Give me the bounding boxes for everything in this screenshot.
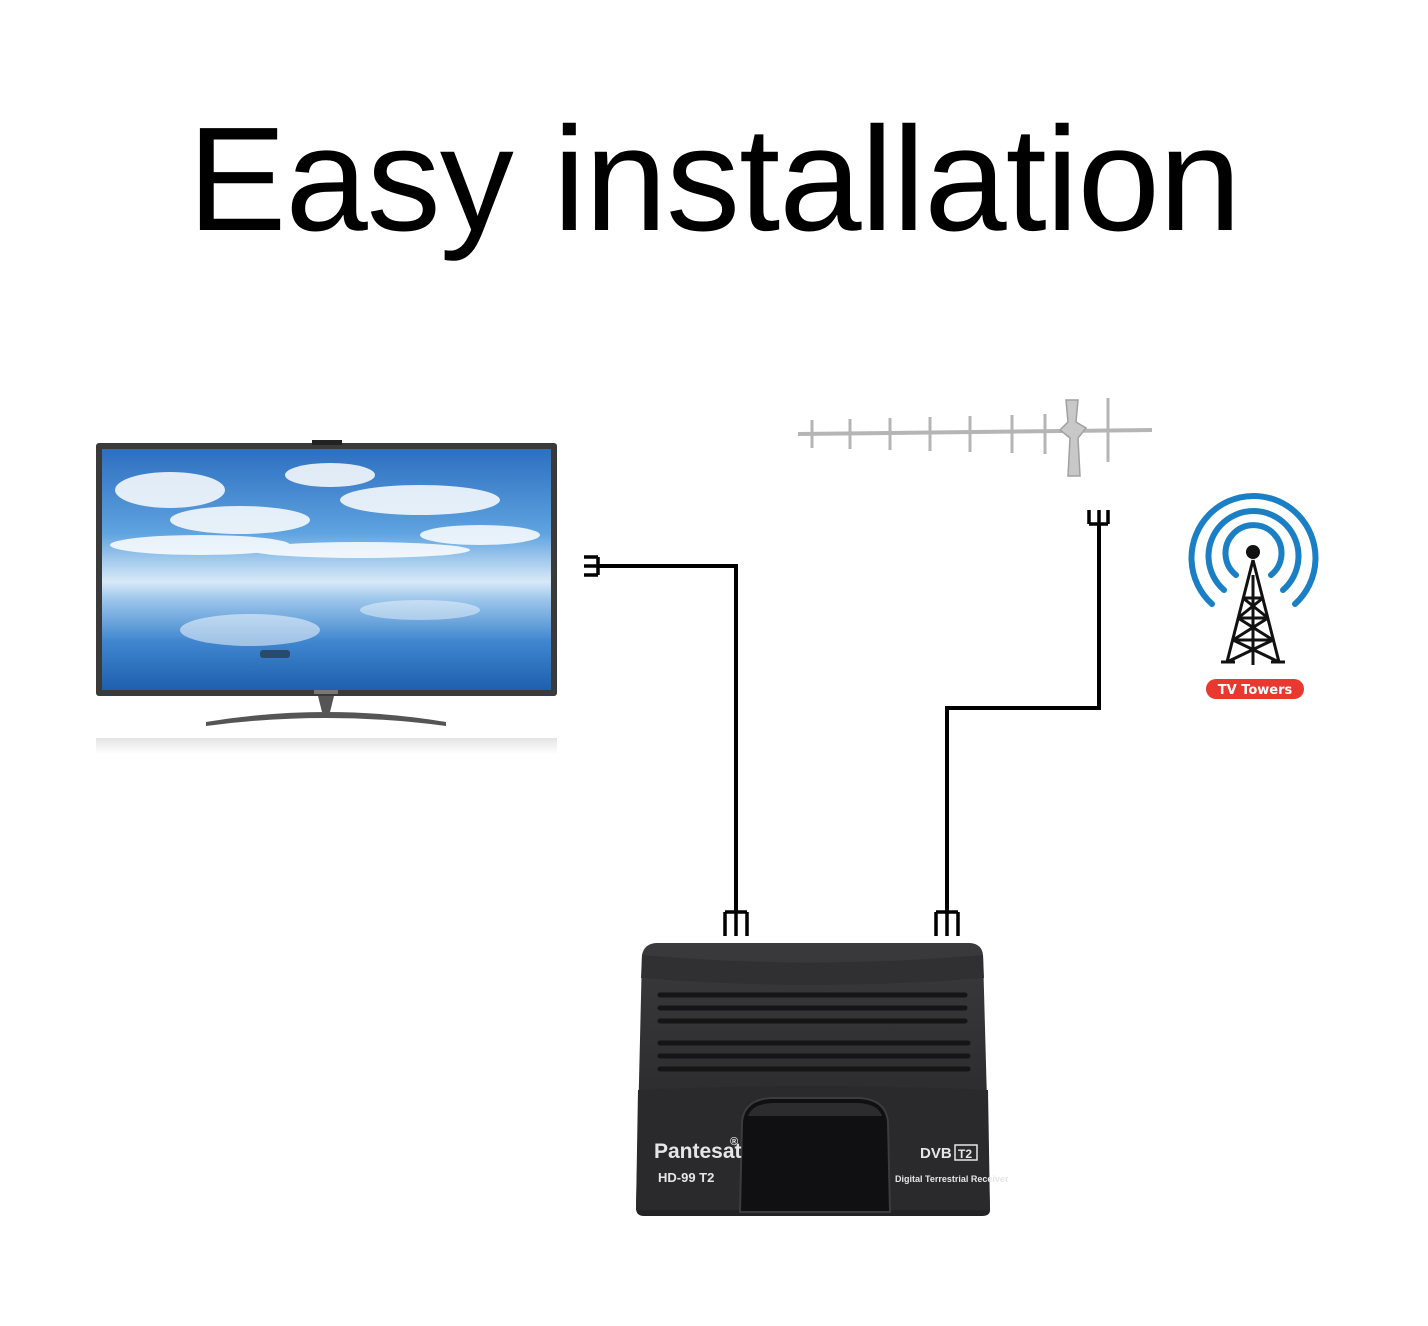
receiver-model: HD-99 T2 [658,1170,714,1185]
tv-screen-clouds [110,463,540,646]
cables [598,524,1101,912]
tower-label: TV Towers [1218,683,1293,698]
antenna [797,398,1153,477]
receiver-hdmi-connector [723,910,749,936]
receiver-vents [657,992,971,1072]
tv-screen-boat [260,650,290,658]
tower-lattice [1221,559,1285,665]
dvb-logo-left: DVB [920,1145,952,1162]
cable-tv-to-receiver [598,564,738,912]
receiver-antenna-connector [934,910,960,936]
dvb-logo-box [954,1144,978,1161]
tower-badge [1206,679,1304,699]
connectors [584,510,1110,936]
tv-stand-neck [318,696,334,712]
tv-tower-icon: TV Towers [1188,492,1319,699]
page-title: Easy installation [187,97,1241,262]
antenna-dipole [1058,399,1088,477]
tv-reflection [96,738,557,754]
receiver-display [738,1097,892,1213]
television [96,440,557,754]
set-top-box: Pantesat ® HD-99 T2 DVB T2 Digital Terre… [636,943,1009,1216]
antenna-connector [1087,510,1110,526]
receiver-registered-mark: ® [730,1136,738,1148]
receiver-description: Digital Terrestrial Receiver [895,1174,1009,1184]
tv-logo [314,690,338,694]
cable-antenna-to-receiver [945,524,1101,912]
antenna-boom [797,428,1153,436]
receiver-display-glare [748,1103,882,1116]
receiver-brand: Pantesat [654,1140,742,1163]
tower-beacon [1246,545,1260,559]
dvb-logo-right: T2 [958,1147,972,1161]
tv-camera [312,440,342,445]
tv-stand-base [206,712,446,726]
tv-connector [584,555,600,577]
tower-waves [1188,492,1319,607]
receiver-top-ridge [641,955,984,985]
